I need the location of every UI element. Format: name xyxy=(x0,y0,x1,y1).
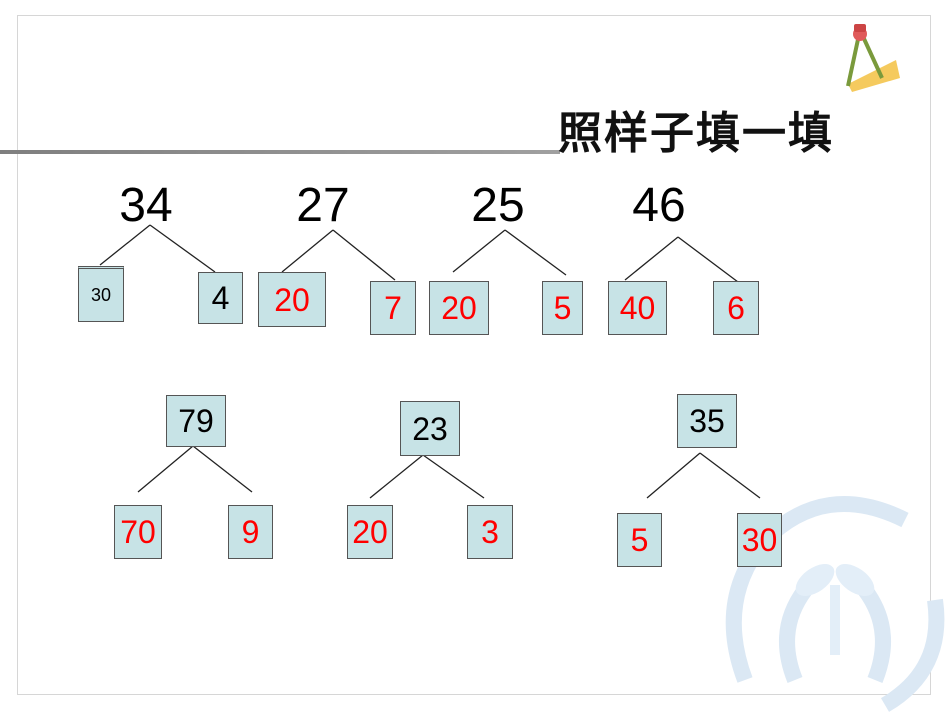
tens-answer-box: 20 xyxy=(258,272,326,327)
ones-answer-box: 6 xyxy=(713,281,759,335)
compass-ruler-icon xyxy=(846,24,900,92)
page-title: 照样子填一填 xyxy=(558,108,834,159)
target-number-box: 23 xyxy=(400,401,460,456)
tens-answer-box: 20 xyxy=(347,505,393,559)
ones-answer-box: 9 xyxy=(228,505,273,559)
tens-answer-box: 20 xyxy=(429,281,489,335)
tens-answer-box: 40 xyxy=(608,281,667,335)
ones-box: 4 xyxy=(198,272,243,324)
target-number: 25 xyxy=(471,179,525,232)
target-number-box: 35 xyxy=(677,394,737,448)
ones-answer-box: 30 xyxy=(737,513,782,567)
ones-answer-box: 3 xyxy=(467,505,513,559)
tens-box: 30 xyxy=(78,266,124,322)
title-rule xyxy=(0,150,560,154)
ones-answer-box: 7 xyxy=(370,281,416,335)
target-number: 27 xyxy=(296,179,350,232)
ones-answer-box: 5 xyxy=(542,281,583,335)
tens-answer-box: 5 xyxy=(617,513,662,567)
target-number-box: 79 xyxy=(166,395,226,447)
tens-answer-box: 70 xyxy=(114,505,162,559)
target-number: 34 xyxy=(119,179,173,232)
slide-frame xyxy=(17,15,931,695)
target-number: 46 xyxy=(632,179,686,232)
